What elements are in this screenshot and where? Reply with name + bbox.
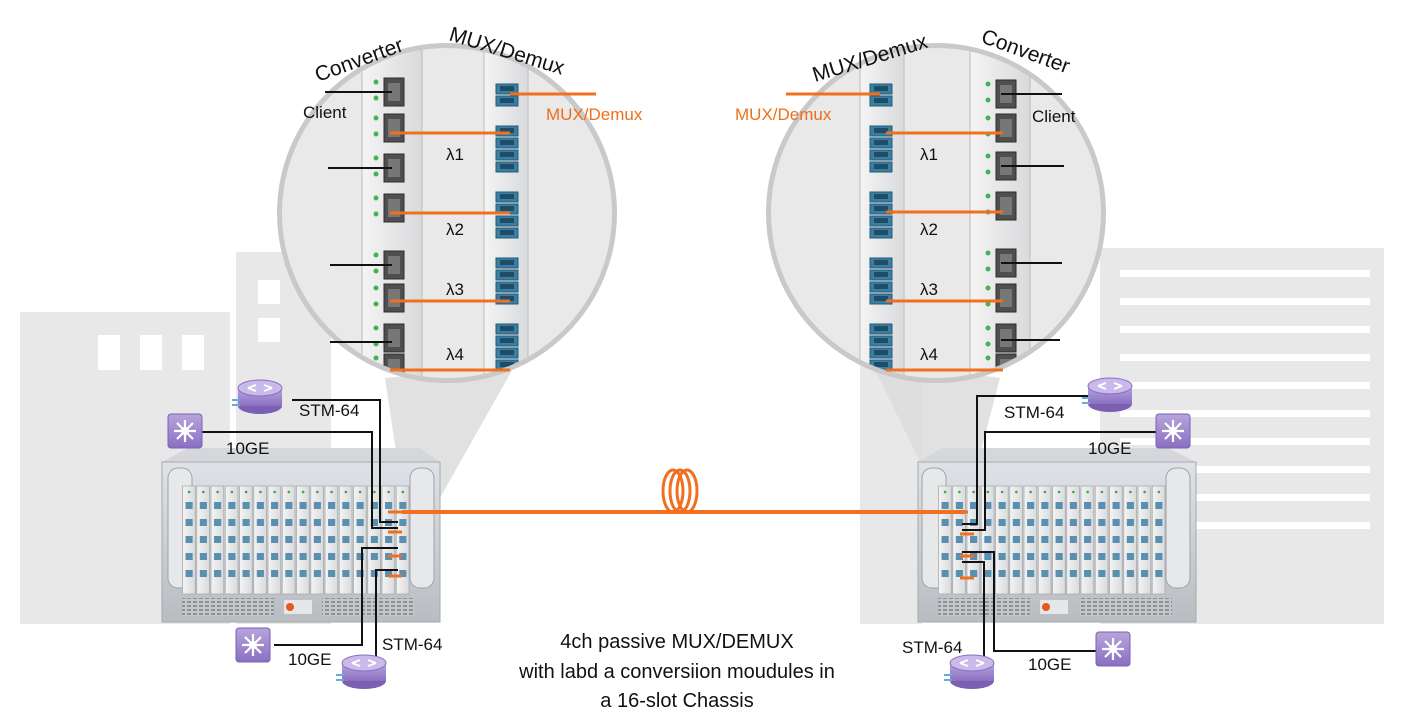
right-client-cables xyxy=(962,395,1158,672)
left-stm64-bottom-label: STM-64 xyxy=(382,635,442,654)
router-icon xyxy=(336,654,387,689)
right-10ge-bottom-label: 10GE xyxy=(1028,655,1071,674)
right-mux-port-label: MUX/Demux xyxy=(735,105,832,124)
left-lambda-2: λ2 xyxy=(446,220,464,239)
right-lambda-links xyxy=(786,92,1003,372)
left-stm64-top-label: STM-64 xyxy=(299,401,359,420)
right-lambda-2: λ2 xyxy=(920,220,938,239)
chassis-left xyxy=(161,448,441,623)
switch-icon xyxy=(1095,631,1131,667)
caption-line-2: with labd a conversiion moudules in xyxy=(518,661,835,683)
left-client-cables xyxy=(202,399,398,672)
right-lambda-4: λ4 xyxy=(920,345,938,364)
right-stm64-top-label: STM-64 xyxy=(1004,403,1064,422)
router-icon xyxy=(944,654,995,689)
left-lambda-links xyxy=(390,92,596,372)
right-lambda-1: λ1 xyxy=(920,145,938,164)
chassis-right xyxy=(917,448,1197,623)
caption-line-3: a 16-slot Chassis xyxy=(600,690,753,712)
left-mux-port-label: MUX/Demux xyxy=(546,105,643,124)
caption-line-1: 4ch passive MUX/DEMUX xyxy=(560,631,793,653)
right-client-label: Client xyxy=(1032,107,1076,126)
right-lambda-3: λ3 xyxy=(920,280,938,299)
switch-icon xyxy=(167,413,203,449)
trunk-fiber xyxy=(402,468,965,514)
chassis-right-slots xyxy=(938,485,1166,595)
chassis-right-fiber-stubs xyxy=(955,510,974,580)
left-10ge-top-label: 10GE xyxy=(226,439,269,458)
switch-icon xyxy=(235,627,271,663)
left-client-label: Client xyxy=(303,103,347,122)
left-lambda-1: λ1 xyxy=(446,145,464,164)
chassis-left-fiber-stubs xyxy=(388,510,404,578)
right-10ge-top-label: 10GE xyxy=(1088,439,1131,458)
left-lambda-4: λ4 xyxy=(446,345,464,364)
left-10ge-bottom-label: 10GE xyxy=(288,650,331,669)
fiber-coil-icon xyxy=(661,468,699,514)
right-client-leads xyxy=(1001,93,1064,341)
router-icon xyxy=(1082,377,1133,412)
switch-icon xyxy=(1155,413,1191,449)
left-lambda-3: λ3 xyxy=(446,280,464,299)
router-icon xyxy=(232,379,283,414)
right-stm64-bottom-label: STM-64 xyxy=(902,638,962,657)
left-client-leads xyxy=(325,91,392,343)
